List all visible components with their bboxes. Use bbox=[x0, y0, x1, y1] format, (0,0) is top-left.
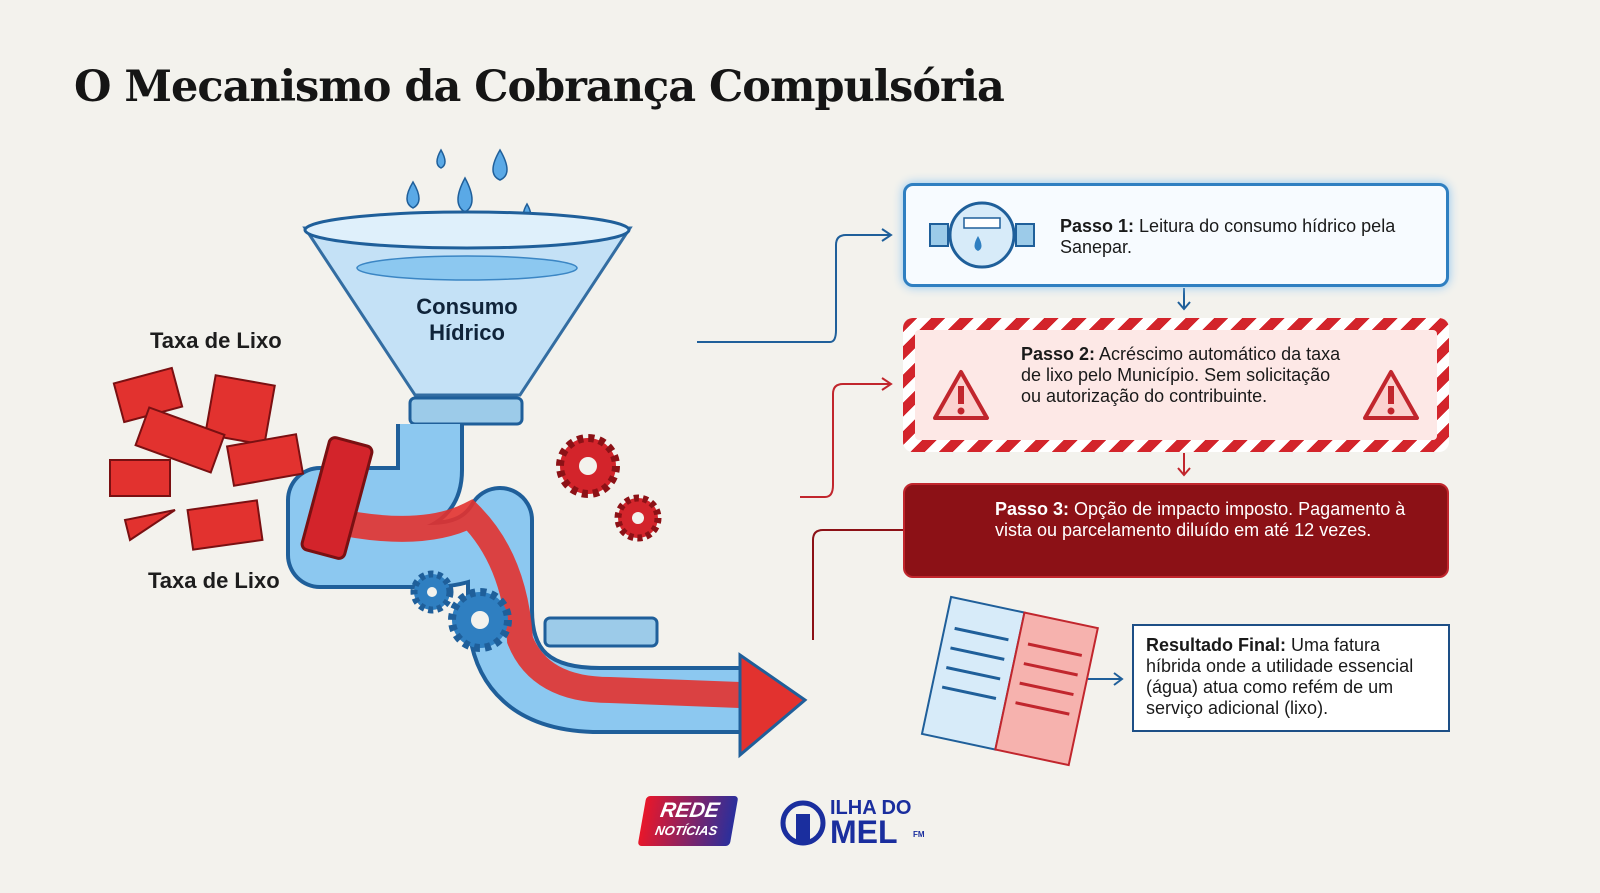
step-2-text: Passo 2: Acréscimo automático da taxa de… bbox=[1021, 344, 1341, 407]
step-2-description: Acréscimo automático da taxa de lixo pel… bbox=[1021, 344, 1341, 406]
step-1-description: Leitura do consumo hídrico pela Sanepar. bbox=[1060, 216, 1396, 257]
ilha-logo-line2: MEL bbox=[830, 814, 898, 850]
trash-bricks bbox=[109, 366, 305, 551]
label-taxa-top: Taxa de Lixo bbox=[150, 328, 282, 353]
lighthouse-icon bbox=[780, 800, 826, 846]
rede-logo-line2: NOTÍCIAS bbox=[653, 823, 719, 838]
funnel bbox=[302, 210, 633, 426]
step-2-title: Passo 2: bbox=[1021, 344, 1096, 364]
step-2-box: Passo 2: Acréscimo automático da taxa de… bbox=[903, 318, 1449, 452]
gear-icons bbox=[410, 434, 662, 652]
funnel-label-line2: Hídrico bbox=[429, 320, 505, 345]
step-3-title: Passo 3: bbox=[995, 499, 1070, 519]
invoice-icon bbox=[920, 595, 1099, 767]
ilha-do-mel-logo: ILHA DO MEL FM bbox=[780, 798, 940, 848]
funnel-label: Consumo Hídrico bbox=[414, 294, 520, 346]
result-description: Uma fatura híbrida onde a utilidade esse… bbox=[1146, 635, 1414, 718]
water-drops bbox=[406, 148, 532, 220]
result-title: Resultado Final: bbox=[1146, 635, 1287, 655]
pipe bbox=[286, 424, 808, 759]
water-meter-icon bbox=[929, 201, 1035, 269]
rede-logo-line1: REDE bbox=[658, 799, 722, 822]
warning-icon bbox=[933, 370, 989, 420]
step-3-box: Passo 3: Opção de impacto imposto. Pagam… bbox=[903, 483, 1449, 578]
page-title: O Mecanismo da Cobrança Compulsória bbox=[74, 62, 1005, 112]
ilha-logo-fm: FM bbox=[913, 830, 925, 839]
connector-lines bbox=[697, 228, 1191, 686]
funnel-label-line1: Consumo bbox=[416, 294, 518, 319]
step-3-text: Passo 3: Opção de impacto imposto. Pagam… bbox=[995, 499, 1415, 541]
result-box: Resultado Final: Uma fatura híbrida onde… bbox=[1132, 624, 1450, 732]
rede-noticias-logo: REDE NOTÍCIAS bbox=[637, 796, 739, 846]
ilha-logo-line1: ILHA DO bbox=[830, 797, 912, 819]
step-1-box: Passo 1: Leitura do consumo hídrico pela… bbox=[903, 183, 1449, 287]
label-taxa-bottom: Taxa de Lixo bbox=[148, 568, 280, 593]
step-3-description: Opção de impacto imposto. Pagamento à vi… bbox=[995, 499, 1406, 540]
step-1-title: Passo 1: bbox=[1060, 216, 1135, 236]
step-1-text: Passo 1: Leitura do consumo hídrico pela… bbox=[1060, 216, 1430, 258]
warning-icon bbox=[1363, 370, 1419, 420]
